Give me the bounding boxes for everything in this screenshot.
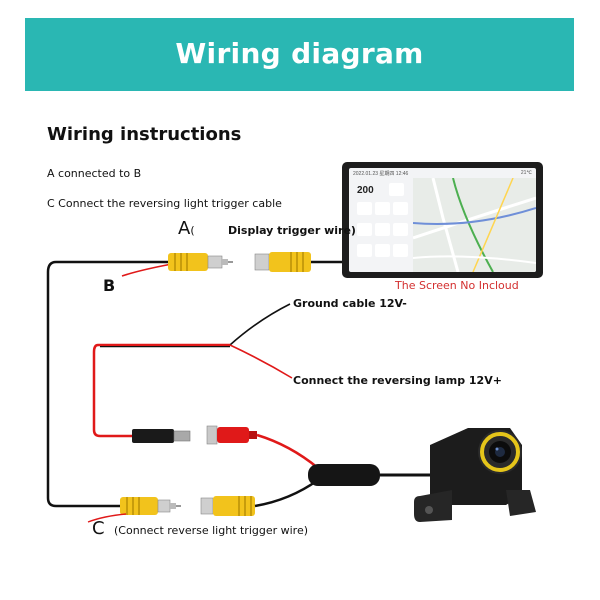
rca-connector-c: [120, 497, 181, 515]
speed-readout: 200: [357, 185, 374, 196]
rca-connector-camera: [200, 496, 255, 516]
c-red-lead: [87, 513, 127, 523]
settings-tile: [375, 202, 390, 215]
instruction-a-to-b: A connected to B: [47, 167, 142, 180]
rca-connector-a: [168, 253, 233, 271]
rear-camera: [414, 428, 536, 522]
label-reverse-lamp: Connect the reversing lamp 12V+: [293, 374, 502, 387]
dc-plug-female: [206, 425, 257, 445]
label-a-letter: A: [178, 218, 191, 239]
music-tile: [393, 202, 408, 215]
label-display-trigger: Display trigger wire): [228, 224, 356, 237]
label-a: A(: [178, 218, 195, 239]
radio-tile: [357, 244, 372, 257]
head-unit-screen: 2022.01.23 星期四 12:46 21℃ 200: [349, 168, 536, 272]
red-power-loop: [92, 343, 230, 438]
ground-wire: [229, 303, 291, 346]
rca-connector-display: [254, 252, 311, 272]
black-trigger-wire: [46, 260, 170, 508]
status-datetime: 2022.01.23 星期四 12:46: [353, 171, 409, 177]
status-temperature: 21℃: [520, 170, 532, 176]
camera-rca-cable: [254, 478, 319, 508]
title-banner: Wiring diagram: [25, 18, 574, 91]
head-unit: 2022.01.23 星期四 12:46 21℃ 200: [342, 162, 543, 278]
apps-tile: [393, 223, 408, 236]
instructions-heading: Wiring instructions: [47, 124, 242, 145]
nav-tile: [389, 183, 404, 196]
camera-tile: [393, 244, 408, 257]
dc-plug-male: [132, 429, 191, 443]
label-ground: Ground cable 12V-: [293, 297, 407, 310]
map-roads: [412, 177, 536, 272]
screen-note: The Screen No Incloud: [395, 279, 519, 292]
label-c: C: [92, 518, 105, 539]
home-tile: [357, 202, 372, 215]
label-b: B: [103, 276, 116, 295]
banner-title: Wiring diagram: [175, 37, 424, 70]
phone-tile: [357, 223, 372, 236]
red-lead-b: [121, 263, 173, 277]
label-a-paren: (: [190, 224, 195, 237]
dc-female-cable: [256, 433, 319, 469]
video-tile: [375, 244, 390, 257]
label-c-note: (Connect reverse light trigger wire): [114, 524, 309, 537]
splitter-box: [308, 464, 380, 486]
bluetooth-tile: [375, 223, 390, 236]
reverse-lamp-wire: [229, 344, 293, 379]
instruction-c-trigger: C Connect the reversing light trigger ca…: [47, 197, 282, 210]
map-view: [412, 177, 536, 272]
